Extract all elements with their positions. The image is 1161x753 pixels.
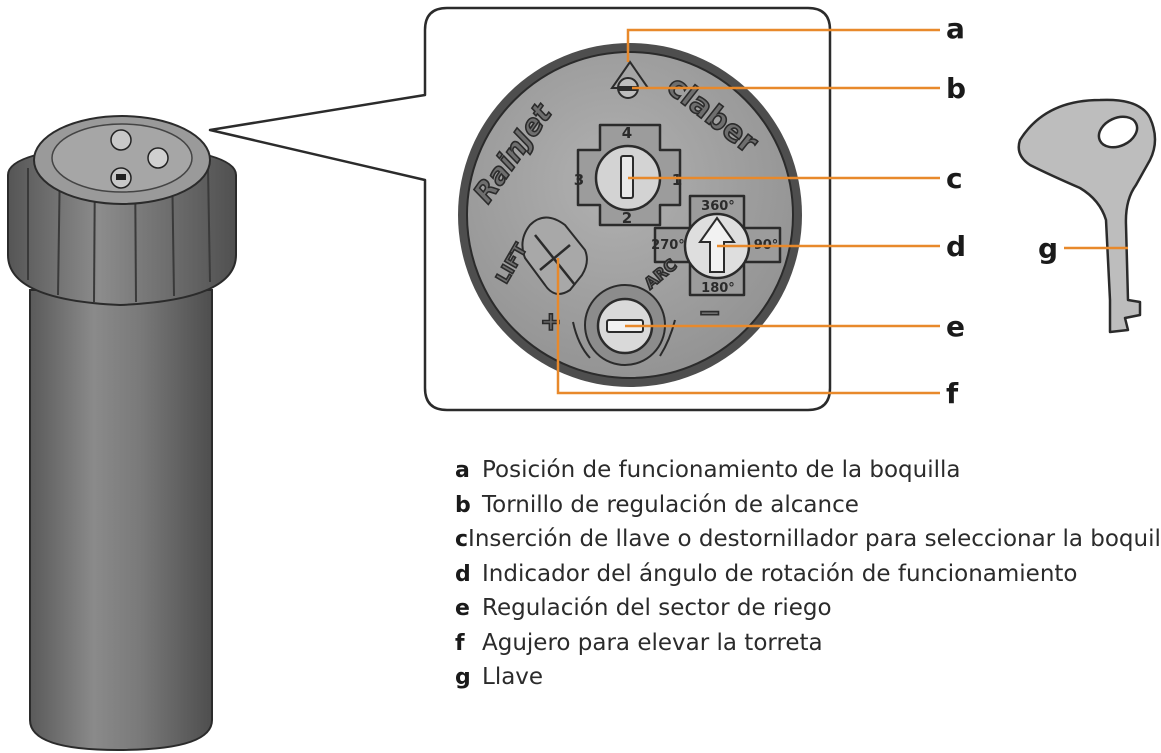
legend-item: a Posición de funcionamiento de la boqui…: [455, 457, 1161, 492]
legend-letter: g: [455, 665, 471, 690]
arc-indicator-left: 270°: [651, 238, 685, 253]
range-selector-left: 3: [574, 171, 584, 189]
legend-letter: e: [455, 596, 470, 621]
arc-indicator-top: 360°: [701, 199, 735, 214]
legend: a Posición de funcionamiento de la boqui…: [455, 457, 1161, 699]
callout-e: e: [946, 310, 965, 343]
legend-item: f Agujero para elevar la torreta: [455, 630, 1161, 665]
legend-text: Posición de funcionamiento de la boquill…: [482, 457, 961, 483]
callout-f: f: [946, 377, 959, 410]
sprinkler-tube: [29, 289, 213, 752]
range-selector-right: 1: [672, 171, 682, 189]
plus-sign: +: [540, 307, 562, 337]
lift-hole-icon: [521, 216, 588, 295]
legend-item: d Indicador del ángulo de rotación de fu…: [455, 561, 1161, 596]
minus-sign: −: [698, 296, 721, 329]
legend-item: e Regulación del sector de riego: [455, 595, 1161, 630]
key-illustration: [1017, 98, 1157, 334]
legend-text: Inserción de llave o destornillador para…: [468, 526, 1161, 552]
legend-letter: b: [455, 492, 471, 518]
sprinkler-body: [7, 115, 237, 752]
dial-face: 4 3 1 2 360° 270° 90° 180° ARC + − LIFT …: [458, 43, 802, 387]
callout-d: d: [946, 230, 966, 263]
legend-text: Indicador del ángulo de rotación de func…: [482, 560, 1078, 587]
legend-letter: c: [455, 527, 469, 552]
callout-c: c: [946, 162, 963, 195]
callout-a: a: [946, 12, 965, 45]
legend-letter: a: [455, 458, 470, 483]
arc-indicator-bottom: 180°: [701, 281, 735, 296]
legend-text: Agujero para elevar la torreta: [482, 629, 823, 656]
legend-item: b Tornillo de regulación de alcance: [455, 492, 1161, 527]
range-selector-top: 4: [622, 124, 632, 142]
legend-letter: d: [455, 561, 471, 587]
key-hole-icon: [1097, 115, 1139, 149]
legend-text: Regulación del sector de riego: [482, 595, 832, 621]
callout-b: b: [946, 72, 966, 105]
leader-a: [626, 28, 940, 62]
range-selector-bottom: 2: [622, 209, 632, 227]
legend-text: Llave: [482, 664, 544, 690]
legend-text: Tornillo de regulación de alcance: [482, 491, 859, 518]
key-icon: [1017, 98, 1157, 334]
legend-item: g Llave: [455, 664, 1161, 699]
leader-lines: [556, 28, 1128, 395]
leader-f: [556, 258, 940, 395]
callout-g: g: [1038, 232, 1058, 265]
legend-item: c Inserción de llave o destornillador pa…: [455, 526, 1161, 561]
legend-letter: f: [455, 630, 465, 656]
